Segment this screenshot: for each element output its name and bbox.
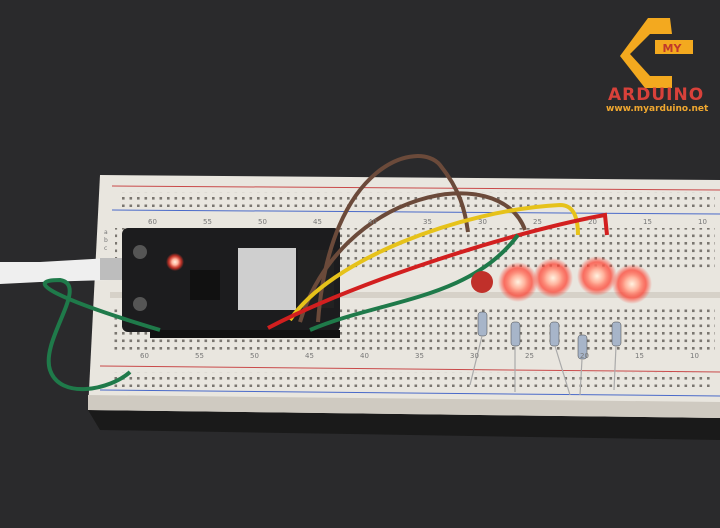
resistor [549, 321, 560, 347]
resistor [577, 334, 588, 360]
resistor-lead [469, 335, 483, 386]
wire-green-left [42, 277, 161, 392]
rail-line-bottom-blue [99, 389, 720, 397]
column-number-top: 15 [643, 218, 652, 226]
esp-module-shield [238, 248, 296, 310]
column-number-bottom: 10 [690, 352, 699, 360]
column-number-top: 10 [698, 218, 707, 226]
column-number-bottom: 15 [635, 352, 644, 360]
logo-url: www.myarduino.net [606, 104, 709, 114]
wire-brown-1 [316, 154, 470, 323]
logo-brand: ARDUINO [608, 85, 705, 105]
board-power-led [166, 253, 184, 271]
column-number-bottom: 55 [195, 352, 204, 360]
rail-line-top-red [111, 185, 720, 191]
column-number-top: 35 [423, 218, 432, 226]
pin-header [150, 330, 340, 338]
resistor-lead [579, 358, 583, 396]
resistor [611, 321, 622, 347]
resistors [477, 311, 622, 360]
logo-prefix: MY [662, 42, 682, 55]
reset-button [133, 245, 147, 259]
rail-line-bottom-red [99, 365, 720, 373]
resistor-lead [613, 345, 617, 391]
column-number-top: 25 [533, 218, 542, 226]
flash-button [133, 297, 147, 311]
column-number-bottom: 25 [525, 352, 534, 360]
row-letter: a [104, 229, 108, 236]
resistor-lead [554, 345, 571, 396]
usb-chip [190, 270, 220, 300]
logo-mark [620, 18, 672, 88]
wire-green-right [309, 233, 520, 332]
led-2 [498, 262, 538, 302]
rail-line-top-blue [111, 209, 720, 215]
usb-cable [0, 258, 110, 284]
column-number-bottom: 60 [140, 352, 149, 360]
usb-connector [100, 258, 122, 280]
column-number-top: 55 [203, 218, 212, 226]
column-number-top: 20 [588, 218, 597, 226]
resistor [477, 311, 488, 337]
column-number-bottom: 50 [250, 352, 259, 360]
led-5 [612, 264, 652, 304]
column-number-top: 40 [368, 218, 377, 226]
led-4 [577, 256, 617, 296]
column-number-bottom: 45 [305, 352, 314, 360]
breadboard-edge [88, 395, 720, 418]
column-number-top: 50 [258, 218, 267, 226]
column-number-bottom: 40 [360, 352, 369, 360]
wire-yellow [288, 202, 580, 322]
column-number-top: 45 [313, 218, 322, 226]
wire-brown-2 [298, 191, 527, 323]
column-number-bottom: 30 [470, 352, 479, 360]
row-letter: b [104, 237, 108, 244]
logo-my-bar [655, 40, 693, 54]
led-3 [533, 258, 573, 298]
rail-holes-bottom [112, 372, 712, 387]
wire-red [267, 212, 609, 330]
column-number-bottom: 20 [580, 352, 589, 360]
row-letter: c [104, 245, 107, 252]
column-number-top: 30 [478, 218, 487, 226]
led-1 [471, 271, 493, 293]
column-number-bottom: 35 [415, 352, 424, 360]
column-number-top: 60 [148, 218, 157, 226]
breadboard-shadow [88, 410, 720, 440]
resistor [510, 321, 521, 347]
center-channel [110, 292, 720, 298]
